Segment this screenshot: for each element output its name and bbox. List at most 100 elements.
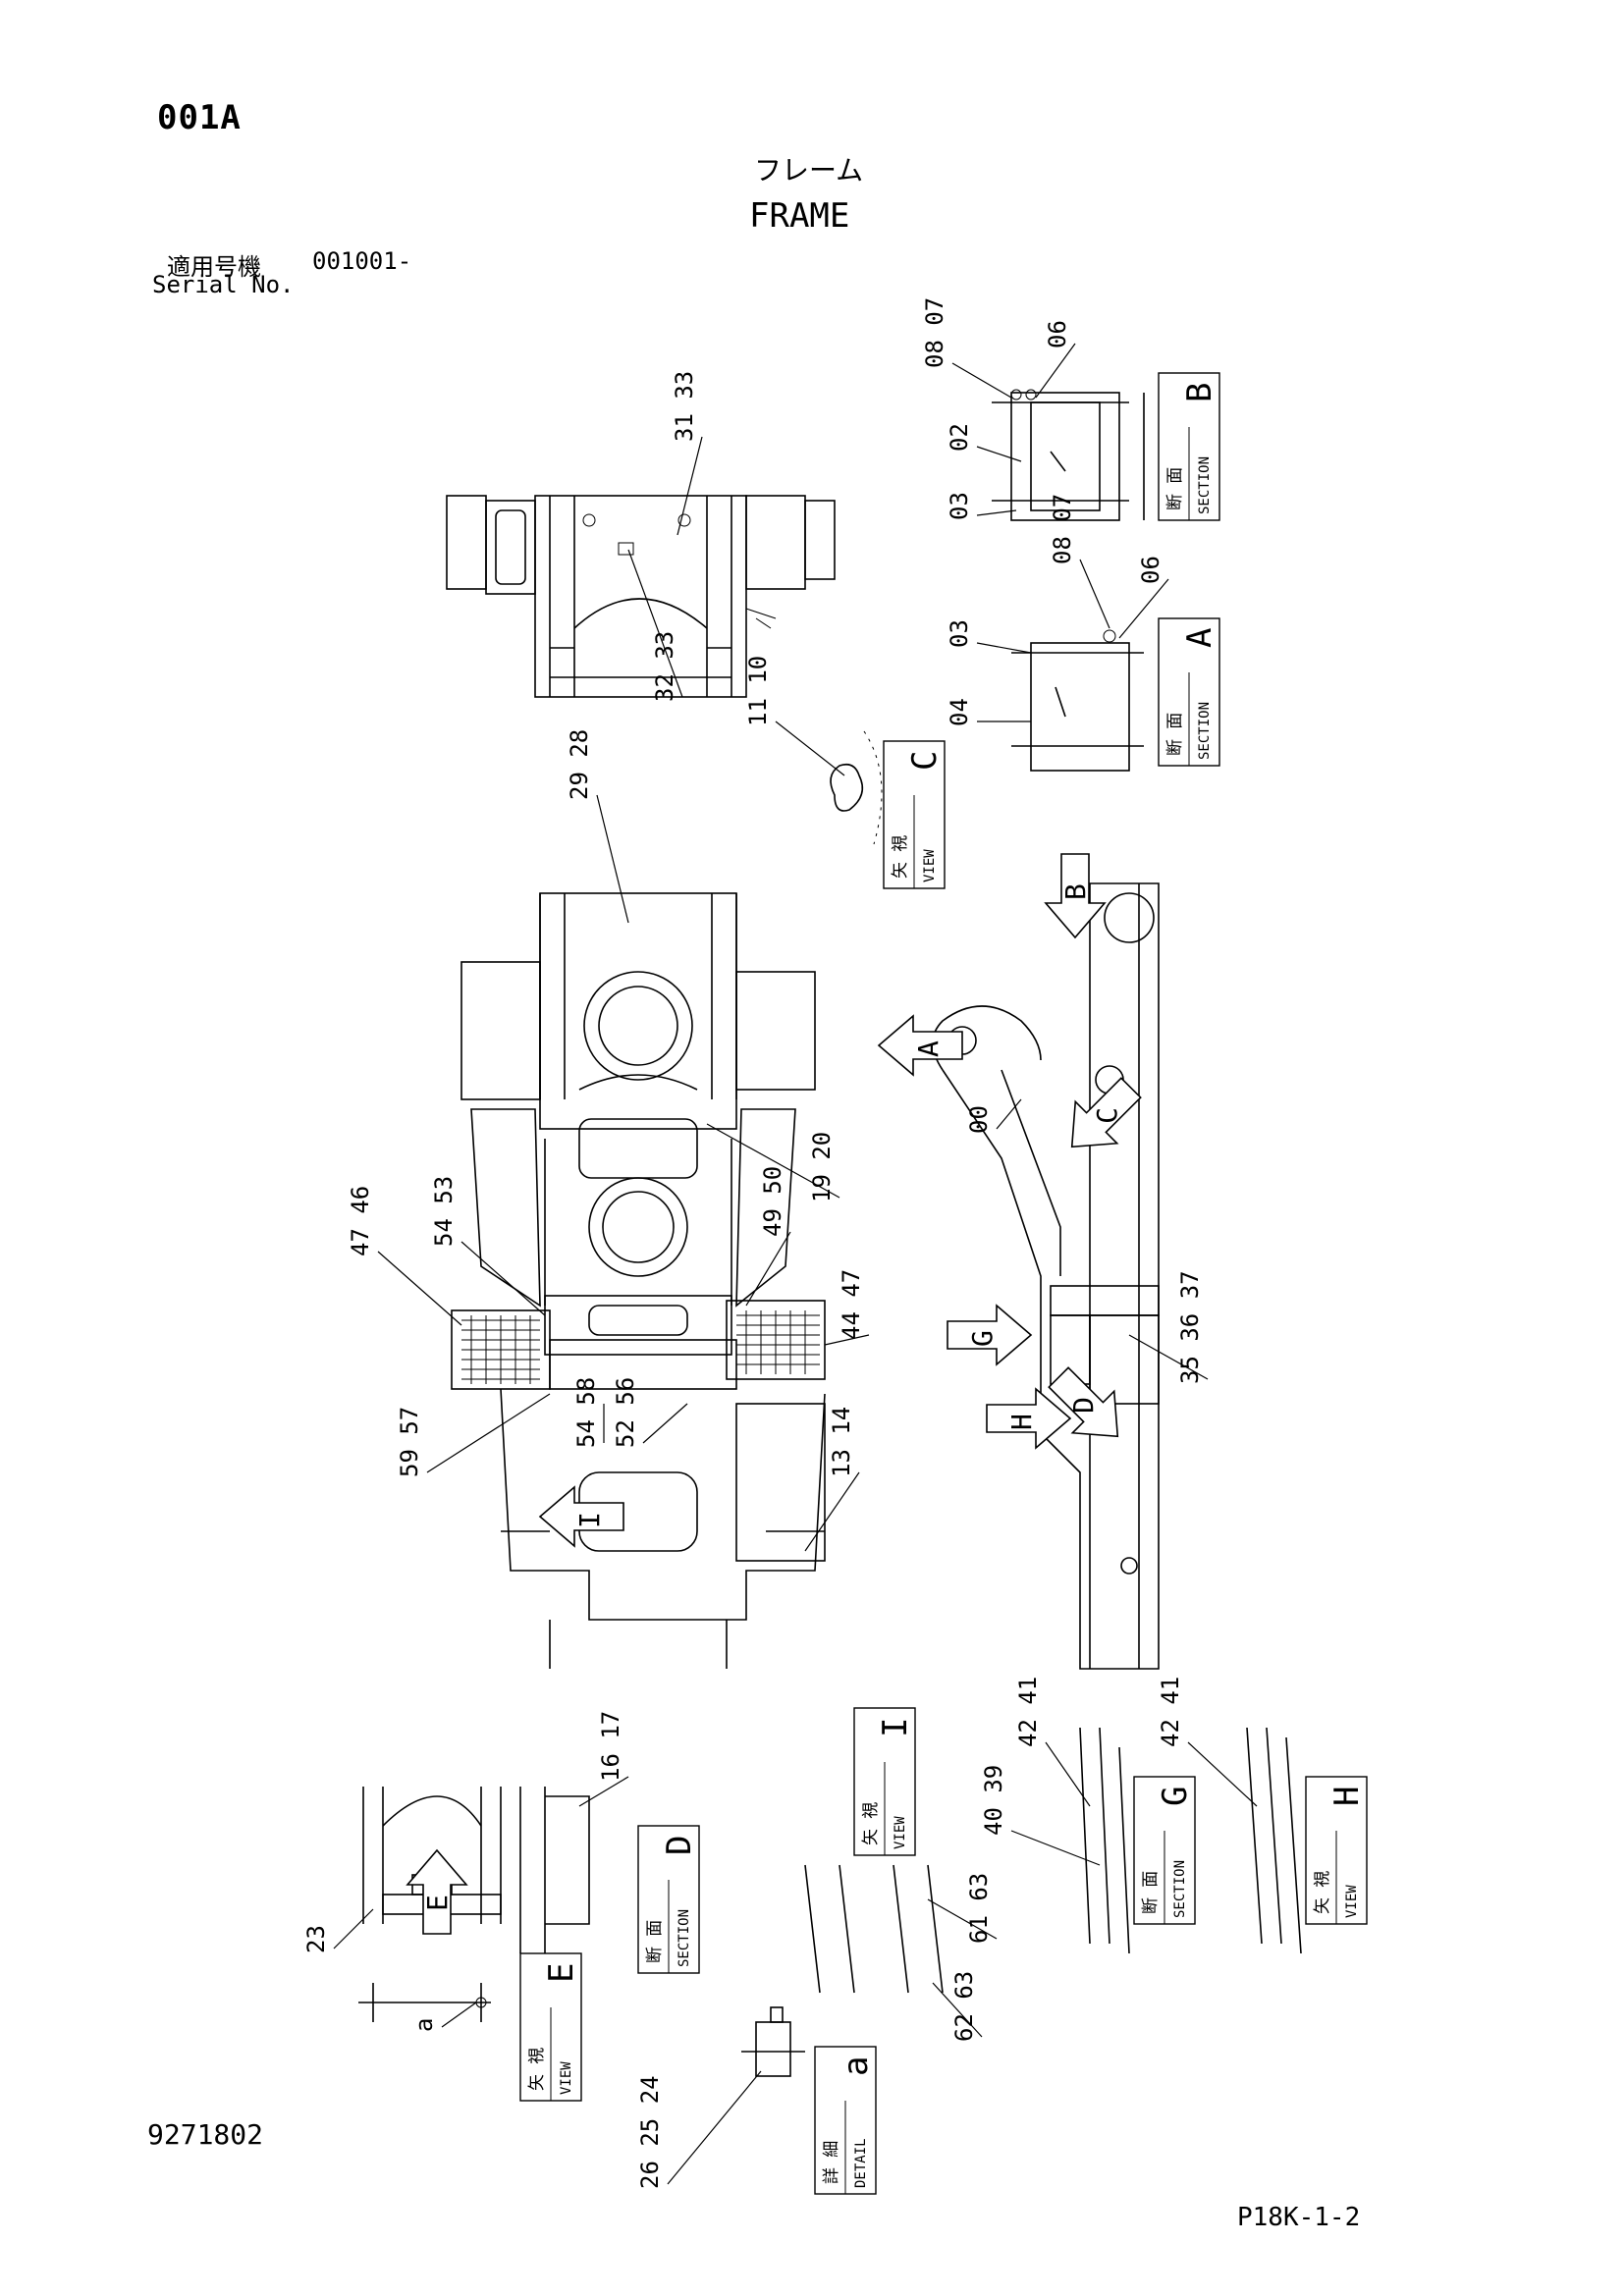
- callout-06a: 06: [1035, 320, 1076, 399]
- callout-text: 42 41: [1157, 1677, 1184, 1747]
- callout-16-17: 16 17: [578, 1711, 629, 1807]
- serial-label-japanese: 適用号機: [167, 253, 261, 281]
- view-c-detail: [830, 730, 883, 845]
- section-a-view: [1011, 629, 1144, 772]
- callout-text: 03: [946, 492, 973, 520]
- serial-label-english: Serial No.: [152, 271, 295, 298]
- callout-35-36-37: 35 36 37: [1128, 1270, 1209, 1384]
- callout-00: 00: [965, 1098, 1022, 1134]
- label-letter: E: [542, 1963, 581, 1983]
- callout-text: 47 46: [347, 1186, 374, 1256]
- arrow-marker-d: D: [1048, 1366, 1119, 1438]
- callout-42-41b: 42 41: [1157, 1677, 1258, 1807]
- arrow-letter: E: [421, 1895, 454, 1911]
- arrow-marker-b: B: [1044, 853, 1107, 939]
- arrow-letter: I: [573, 1512, 606, 1528]
- label-english: VIEW: [922, 849, 938, 882]
- callout-text: 06: [1044, 320, 1071, 348]
- arrow-marker-h: H: [986, 1387, 1072, 1450]
- callout-42-41a: 42 41: [1014, 1677, 1091, 1807]
- callout-08-07: 08 07: [921, 297, 1012, 399]
- label-detail-a: a 詳 細 DETAIL: [814, 2046, 877, 2195]
- callout-text: 08 07: [1049, 494, 1076, 564]
- callout-26-25-24: 26 25 24: [636, 2070, 762, 2189]
- callout-32-33: 32 33: [627, 549, 683, 702]
- side-elevation: [932, 882, 1160, 1670]
- label-english: DETAIL: [853, 2138, 869, 2188]
- label-letter: A: [1180, 628, 1219, 648]
- label-english: VIEW: [559, 2061, 574, 2095]
- label-english: SECTION: [1172, 1860, 1188, 1918]
- callout-62-63: 62 63: [932, 1971, 983, 2042]
- callout-02: 02: [946, 423, 1022, 462]
- callout-text: 23: [302, 1925, 330, 1953]
- page-reference: P18K-1-2: [1237, 2203, 1361, 2232]
- section-b-view: [992, 389, 1145, 521]
- callout-29-28: 29 28: [566, 729, 629, 924]
- label-japanese: 矢 視: [891, 835, 910, 879]
- callout-text: a: [410, 2018, 438, 2032]
- callout-a: a: [410, 2002, 477, 2032]
- callout-text: 04: [946, 698, 973, 726]
- label-letter: a: [837, 2056, 876, 2076]
- callout-03a: 03: [946, 492, 1017, 520]
- document-number: 9271802: [147, 2118, 264, 2151]
- callout-text: 52 56: [612, 1377, 639, 1448]
- callout-04: 04: [946, 698, 1031, 726]
- callout-52-56: 52 56: [612, 1377, 688, 1448]
- callout-text: 59 57: [396, 1407, 423, 1477]
- label-japanese: 矢 視: [861, 1802, 881, 1845]
- arrow-letter: D: [1067, 1397, 1100, 1414]
- upper-frame-view: [446, 495, 836, 698]
- callout-text: 61 63: [965, 1873, 993, 1944]
- arrow-letter: G: [966, 1330, 999, 1347]
- callout-03b: 03: [946, 619, 1032, 654]
- title-japanese: フレーム: [754, 154, 864, 187]
- callout-49-50: 49 50: [745, 1166, 791, 1307]
- arrow-marker-c: C: [1070, 1077, 1142, 1148]
- callout-06b: 06: [1118, 556, 1169, 639]
- arrow-marker-a: A: [877, 1014, 963, 1077]
- arrow-letter: H: [1005, 1414, 1038, 1430]
- label-japanese: 矢 視: [527, 2048, 547, 2091]
- page-code: 001A: [157, 98, 242, 137]
- label-section-g: G 断 面 SECTION: [1133, 1776, 1196, 1925]
- section-d-view: [519, 1787, 590, 1953]
- callout-text: 08 07: [921, 297, 948, 368]
- callout-text: 54 53: [430, 1176, 458, 1247]
- callout-text: 31 33: [671, 371, 698, 442]
- label-letter: D: [660, 1836, 699, 1855]
- callout-text: 62 63: [950, 1971, 978, 2042]
- callout-text: 44 47: [838, 1269, 865, 1340]
- callout-text: 00: [965, 1105, 993, 1134]
- callout-text: 02: [946, 423, 973, 452]
- callout-11-10: 11 10: [744, 656, 845, 776]
- label-japanese: 詳 細: [822, 2141, 841, 2184]
- callout-text: 40 39: [980, 1765, 1007, 1836]
- arrow-marker-g: G: [947, 1304, 1033, 1366]
- callout-text: 19 20: [808, 1132, 836, 1202]
- callout-23: 23: [302, 1908, 374, 1953]
- middle-detail-view: [804, 1864, 944, 1994]
- label-letter: G: [1156, 1787, 1195, 1806]
- callout-text: 54 58: [572, 1377, 600, 1448]
- label-japanese: 断 面: [1141, 1871, 1161, 1914]
- label-english: SECTION: [1197, 456, 1213, 514]
- view-h-view: [1246, 1727, 1302, 1954]
- label-english: SECTION: [1197, 702, 1213, 760]
- callout-47-46: 47 46: [347, 1186, 462, 1326]
- callout-text: 13 14: [828, 1407, 855, 1477]
- callout-text: 49 50: [759, 1166, 786, 1237]
- label-english: VIEW: [1344, 1885, 1360, 1918]
- callout-08-07b: 08 07: [1049, 494, 1110, 629]
- callout-54-58: 54 58: [572, 1377, 605, 1448]
- label-japanese: 矢 視: [1313, 1871, 1332, 1914]
- label-english: VIEW: [893, 1816, 908, 1849]
- callout-text: 11 10: [744, 656, 772, 726]
